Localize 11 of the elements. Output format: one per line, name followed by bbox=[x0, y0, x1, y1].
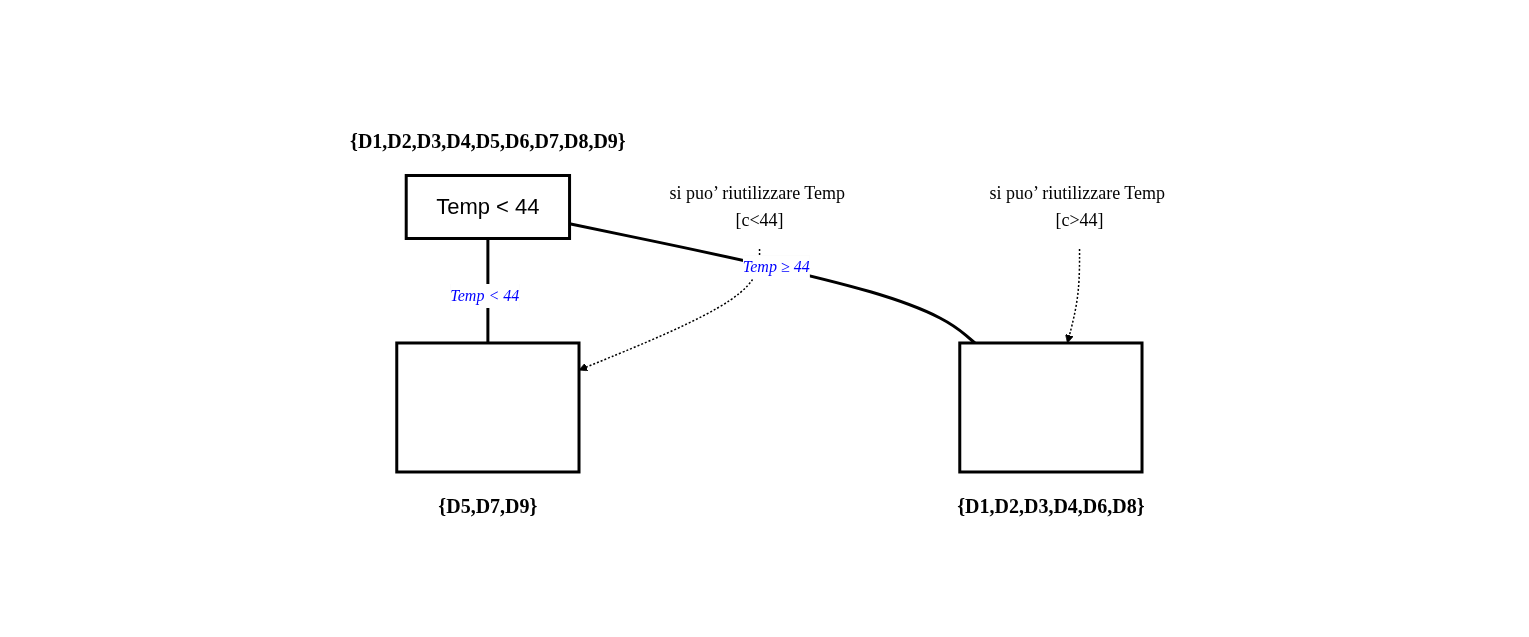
edge-label: Temp ≥ 44 bbox=[742, 258, 810, 276]
node-text: si puo’ riutilizzare Temp [c<44] bbox=[669, 183, 845, 230]
arrow bbox=[578, 248, 760, 372]
node-text: si puo’ riutilizzare Temp [c>44] bbox=[989, 183, 1165, 230]
node-label: {D1,D2,D3,D4,D5,D6,D7,D8,D9} bbox=[349, 130, 626, 153]
node-box bbox=[395, 341, 581, 474]
node-label: {D1,D2,D3,D4,D6,D8} bbox=[956, 494, 1145, 517]
node-box: Temp < 44 bbox=[404, 174, 571, 240]
node-box bbox=[958, 341, 1144, 474]
node-label: {D5,D7,D9} bbox=[438, 494, 538, 517]
edge-label: Temp < 44 bbox=[450, 286, 519, 304]
